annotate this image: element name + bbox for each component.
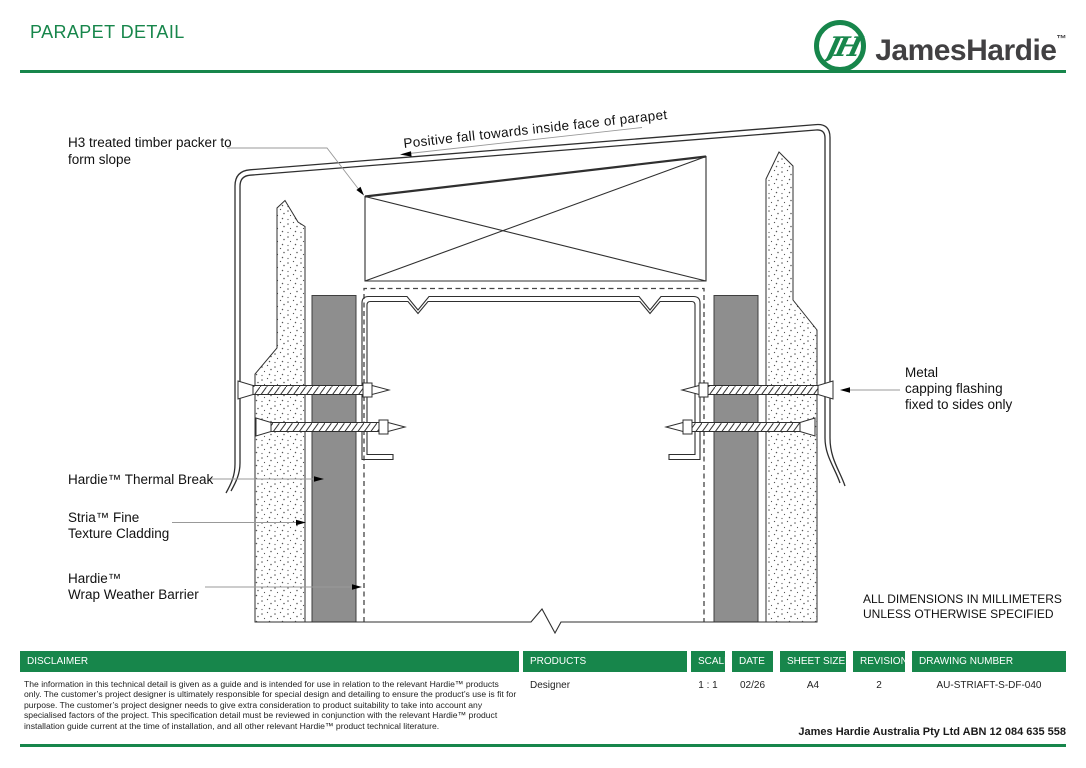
header-divider [20,70,1066,73]
logo-trademark: ™ [1056,34,1067,45]
jh-monogram-icon: JH [814,19,867,72]
leader-arrowheads [296,151,850,590]
label-capping-line3: fixed to sides only [905,397,1013,412]
value-date: 02/26 [739,680,766,691]
table-header-date: DATE [732,651,773,672]
value-drawing-number: AU-STRIAFT-S-DF-040 [936,680,1042,691]
dimensions-note-line1: ALL DIMENSIONS IN MILLIMETERS [863,592,1062,606]
thermal-break-right [713,295,759,623]
weather-barrier-dashed [363,287,705,622]
value-products: Designer [530,680,571,691]
stria-cladding-left [254,199,306,623]
label-capping-line2: capping flashing [905,381,1003,396]
logo-wordmark-text: JamesHardie [875,34,1057,67]
timber-packer [364,155,707,282]
label-thermal-break: Hardie™ Thermal Break [68,472,214,487]
leader-lines [172,127,900,588]
metal-capping-flashing [225,123,846,494]
label-timber-packer-line1: H3 treated timber packer to [68,135,232,150]
table-header-sheet-size: SHEET SIZE [780,651,846,672]
footer-divider [20,744,1066,747]
value-revision: 2 [876,680,882,691]
label-wrap-line2: Wrap Weather Barrier [68,587,199,602]
table-header-products: PRODUCTS [523,651,687,672]
dimensions-note-line2: UNLESS OTHERWISE SPECIFIED [863,607,1054,621]
fixing-screw-left-upper [237,380,391,400]
label-wrap-line1: Hardie™ [68,571,121,586]
label-timber-packer-line2: form slope [68,152,131,167]
label-capping-line1: Metal [905,365,938,380]
value-scale: 1 : 1 [698,680,718,691]
table-header-revision: REVISION [853,651,908,672]
company-abn: James Hardie Australia Pty Ltd ABN 12 08… [798,726,1066,738]
steel-top-track [361,295,701,461]
logo-wordmark: JamesHardie™ [875,13,1066,78]
table-header-scale: SCALE [691,651,731,672]
wall-break-line [255,608,817,635]
disclaimer-text: The information in this technical detail… [24,679,517,731]
thermal-break-left [311,295,357,623]
james-hardie-logo: JH JamesHardie™ [813,13,1066,78]
page-title: PARAPET DETAIL [30,22,185,42]
label-cladding-line2: Texture Cladding [68,526,169,541]
fixing-screw-right-lower [664,417,816,437]
table-header-drawing-number: DRAWING NUMBER [912,651,1066,672]
table-header-disclaimer: DISCLAIMER [20,651,519,672]
fixing-screw-right-upper [680,380,834,400]
logo-circle [814,19,867,72]
label-cladding-line1: Stria™ Fine [68,510,139,525]
value-sheet-size: A4 [806,680,820,691]
fixing-screw-left-lower [255,417,407,437]
